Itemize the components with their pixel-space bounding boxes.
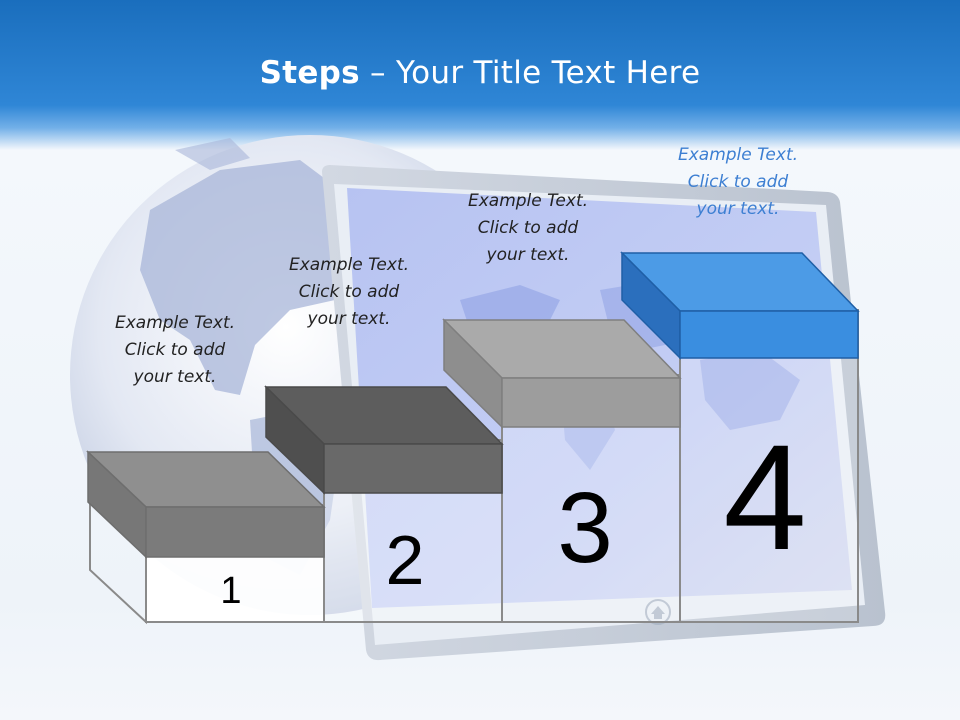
step-2-caption-line-3: your text. bbox=[307, 309, 391, 329]
step-2-block[interactable] bbox=[264, 385, 504, 495]
step-1-caption-line-1: Example Text. bbox=[114, 313, 236, 333]
step-1-caption-line-2: Click to add bbox=[124, 340, 226, 360]
step-3-caption[interactable]: Example Text. Click to add your text. bbox=[438, 188, 618, 269]
step-4-block[interactable] bbox=[620, 251, 860, 360]
step-3-caption-line-3: your text. bbox=[486, 245, 570, 265]
step-2-caption-line-1: Example Text. bbox=[288, 255, 410, 275]
step-1-caption[interactable]: Example Text. Click to add your text. bbox=[85, 310, 265, 391]
title-rest: – Your Title Text Here bbox=[359, 55, 701, 91]
step-3-number: 3 bbox=[557, 472, 613, 584]
step-1-number: 1 bbox=[220, 570, 242, 612]
title-bold: Steps bbox=[259, 55, 360, 91]
tablet-home-button-icon bbox=[645, 599, 671, 625]
step-1-caption-line-3: your text. bbox=[133, 367, 217, 387]
slide-title[interactable]: Steps – Your Title Text Here bbox=[0, 55, 960, 91]
step-4-caption-line-2: Click to add bbox=[687, 172, 789, 192]
header-band bbox=[0, 0, 960, 150]
step-2-caption-line-2: Click to add bbox=[298, 282, 400, 302]
step-3-block[interactable] bbox=[442, 318, 682, 429]
step-2-number: 2 bbox=[385, 521, 425, 599]
step-4-caption[interactable]: Example Text. Click to add your text. bbox=[648, 142, 828, 223]
step-1-block[interactable] bbox=[86, 450, 326, 559]
step-3-caption-line-2: Click to add bbox=[477, 218, 579, 238]
step-4-caption-line-1: Example Text. bbox=[677, 145, 799, 165]
step-4-caption-line-3: your text. bbox=[696, 199, 780, 219]
step-3-caption-line-1: Example Text. bbox=[467, 191, 589, 211]
step-2-caption[interactable]: Example Text. Click to add your text. bbox=[259, 252, 439, 333]
step-4-number: 4 bbox=[723, 413, 807, 581]
